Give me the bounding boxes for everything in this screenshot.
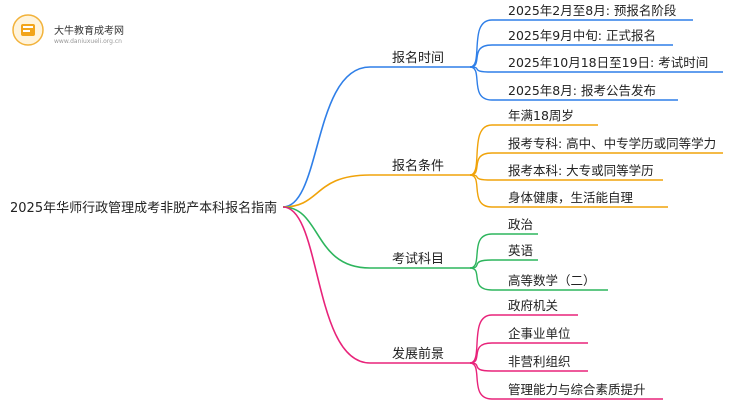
leaf-connector-2-2 <box>469 267 608 291</box>
branch-connector-3 <box>282 206 470 364</box>
leaf-label-1-0: 年满18周岁 <box>508 108 574 123</box>
leaf-label-3-0: 政府机关 <box>508 298 558 313</box>
root-topic: 2025年华师行政管理成考非脱产本科报名指南 <box>10 200 277 216</box>
branch-label-3: 发展前景 <box>392 346 444 362</box>
leaf-label-0-2: 2025年10月18日至19日: 考试时间 <box>508 55 708 70</box>
leaf-connector-1-3 <box>469 174 668 208</box>
leaf-label-3-2: 非营利组织 <box>508 354 571 369</box>
leaf-label-2-1: 英语 <box>508 243 533 258</box>
branch-label-1: 报名条件 <box>392 158 444 174</box>
branch-connector-1 <box>282 174 470 208</box>
site-logo[interactable]: 大牛教育成考网 www.daniuxueli.org.cn <box>12 14 142 48</box>
leaf-label-0-3: 2025年8月: 报考公告发布 <box>508 83 656 98</box>
leaf-label-2-2: 高等数学（二） <box>508 273 596 288</box>
leaf-label-1-3: 身体健康，生活能自理 <box>508 190 634 205</box>
leaf-connector-1-0 <box>469 124 598 176</box>
leaf-connector-1-1 <box>469 152 723 176</box>
leaf-label-3-1: 企事业单位 <box>508 326 571 341</box>
branch-label-0: 报名时间 <box>392 50 444 66</box>
leaf-label-1-2: 报考本科: 大专或同等学历 <box>508 163 654 178</box>
leaf-connector-0-3 <box>469 66 678 101</box>
logo-name: 大牛教育成考网 <box>54 26 124 37</box>
leaf-connector-0-0 <box>469 19 693 68</box>
branch-connector-0 <box>282 66 470 208</box>
leaf-connector-2-1 <box>469 259 538 269</box>
leaf-connector-0-1 <box>469 44 673 68</box>
leaf-label-0-1: 2025年9月中旬: 正式报名 <box>508 28 656 43</box>
leaf-label-3-3: 管理能力与综合素质提升 <box>508 382 646 397</box>
leaf-label-1-1: 报考专科: 高中、中专学历或同等学力 <box>508 136 716 151</box>
leaf-connector-3-1 <box>469 342 588 364</box>
leaf-label-0-0: 2025年2月至8月: 预报名阶段 <box>508 3 676 18</box>
logo-url: www.daniuxueli.org.cn <box>54 38 122 45</box>
leaf-label-2-0: 政治 <box>508 217 533 232</box>
leaf-connector-3-0 <box>469 314 578 364</box>
leaf-connector-3-3 <box>469 362 663 400</box>
branch-label-2: 考试科目 <box>392 252 444 267</box>
logo-emblem-icon <box>12 14 44 46</box>
branch-connector-2 <box>282 206 470 269</box>
leaf-connector-2-0 <box>469 233 538 269</box>
